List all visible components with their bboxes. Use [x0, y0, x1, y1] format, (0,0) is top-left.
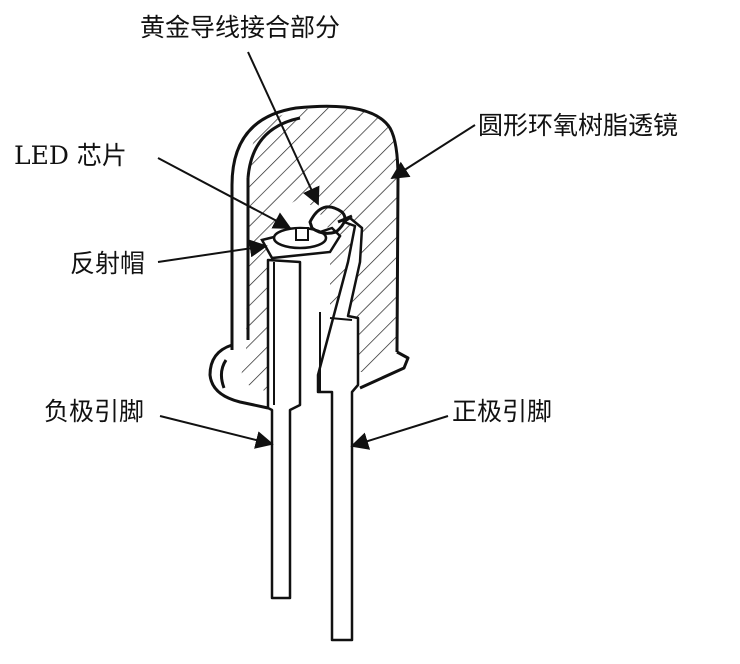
- anode-label: 正极引脚: [452, 397, 552, 426]
- cathode-lead: [266, 258, 302, 600]
- chip-leader: [157, 157, 292, 229]
- epoxy-lens: [208, 104, 410, 410]
- lens-label: 圆形环氧树脂透镜: [478, 111, 678, 140]
- cathode-label: 负极引脚: [44, 397, 144, 426]
- anode-leader: [350, 415, 449, 450]
- gold-wire-label: 黄金导线接合部分: [140, 13, 340, 42]
- led-chip: [295, 227, 309, 241]
- leader-lines: [157, 51, 476, 450]
- lens-leader: [390, 124, 476, 179]
- cathode-leader: [159, 415, 274, 449]
- reflector-label: 反射帽: [70, 249, 145, 278]
- anode-lead: [316, 216, 364, 642]
- reflector-leader: [157, 239, 268, 263]
- gold-wire-leader: [247, 51, 320, 206]
- chip-label: LED 芯片: [14, 141, 127, 170]
